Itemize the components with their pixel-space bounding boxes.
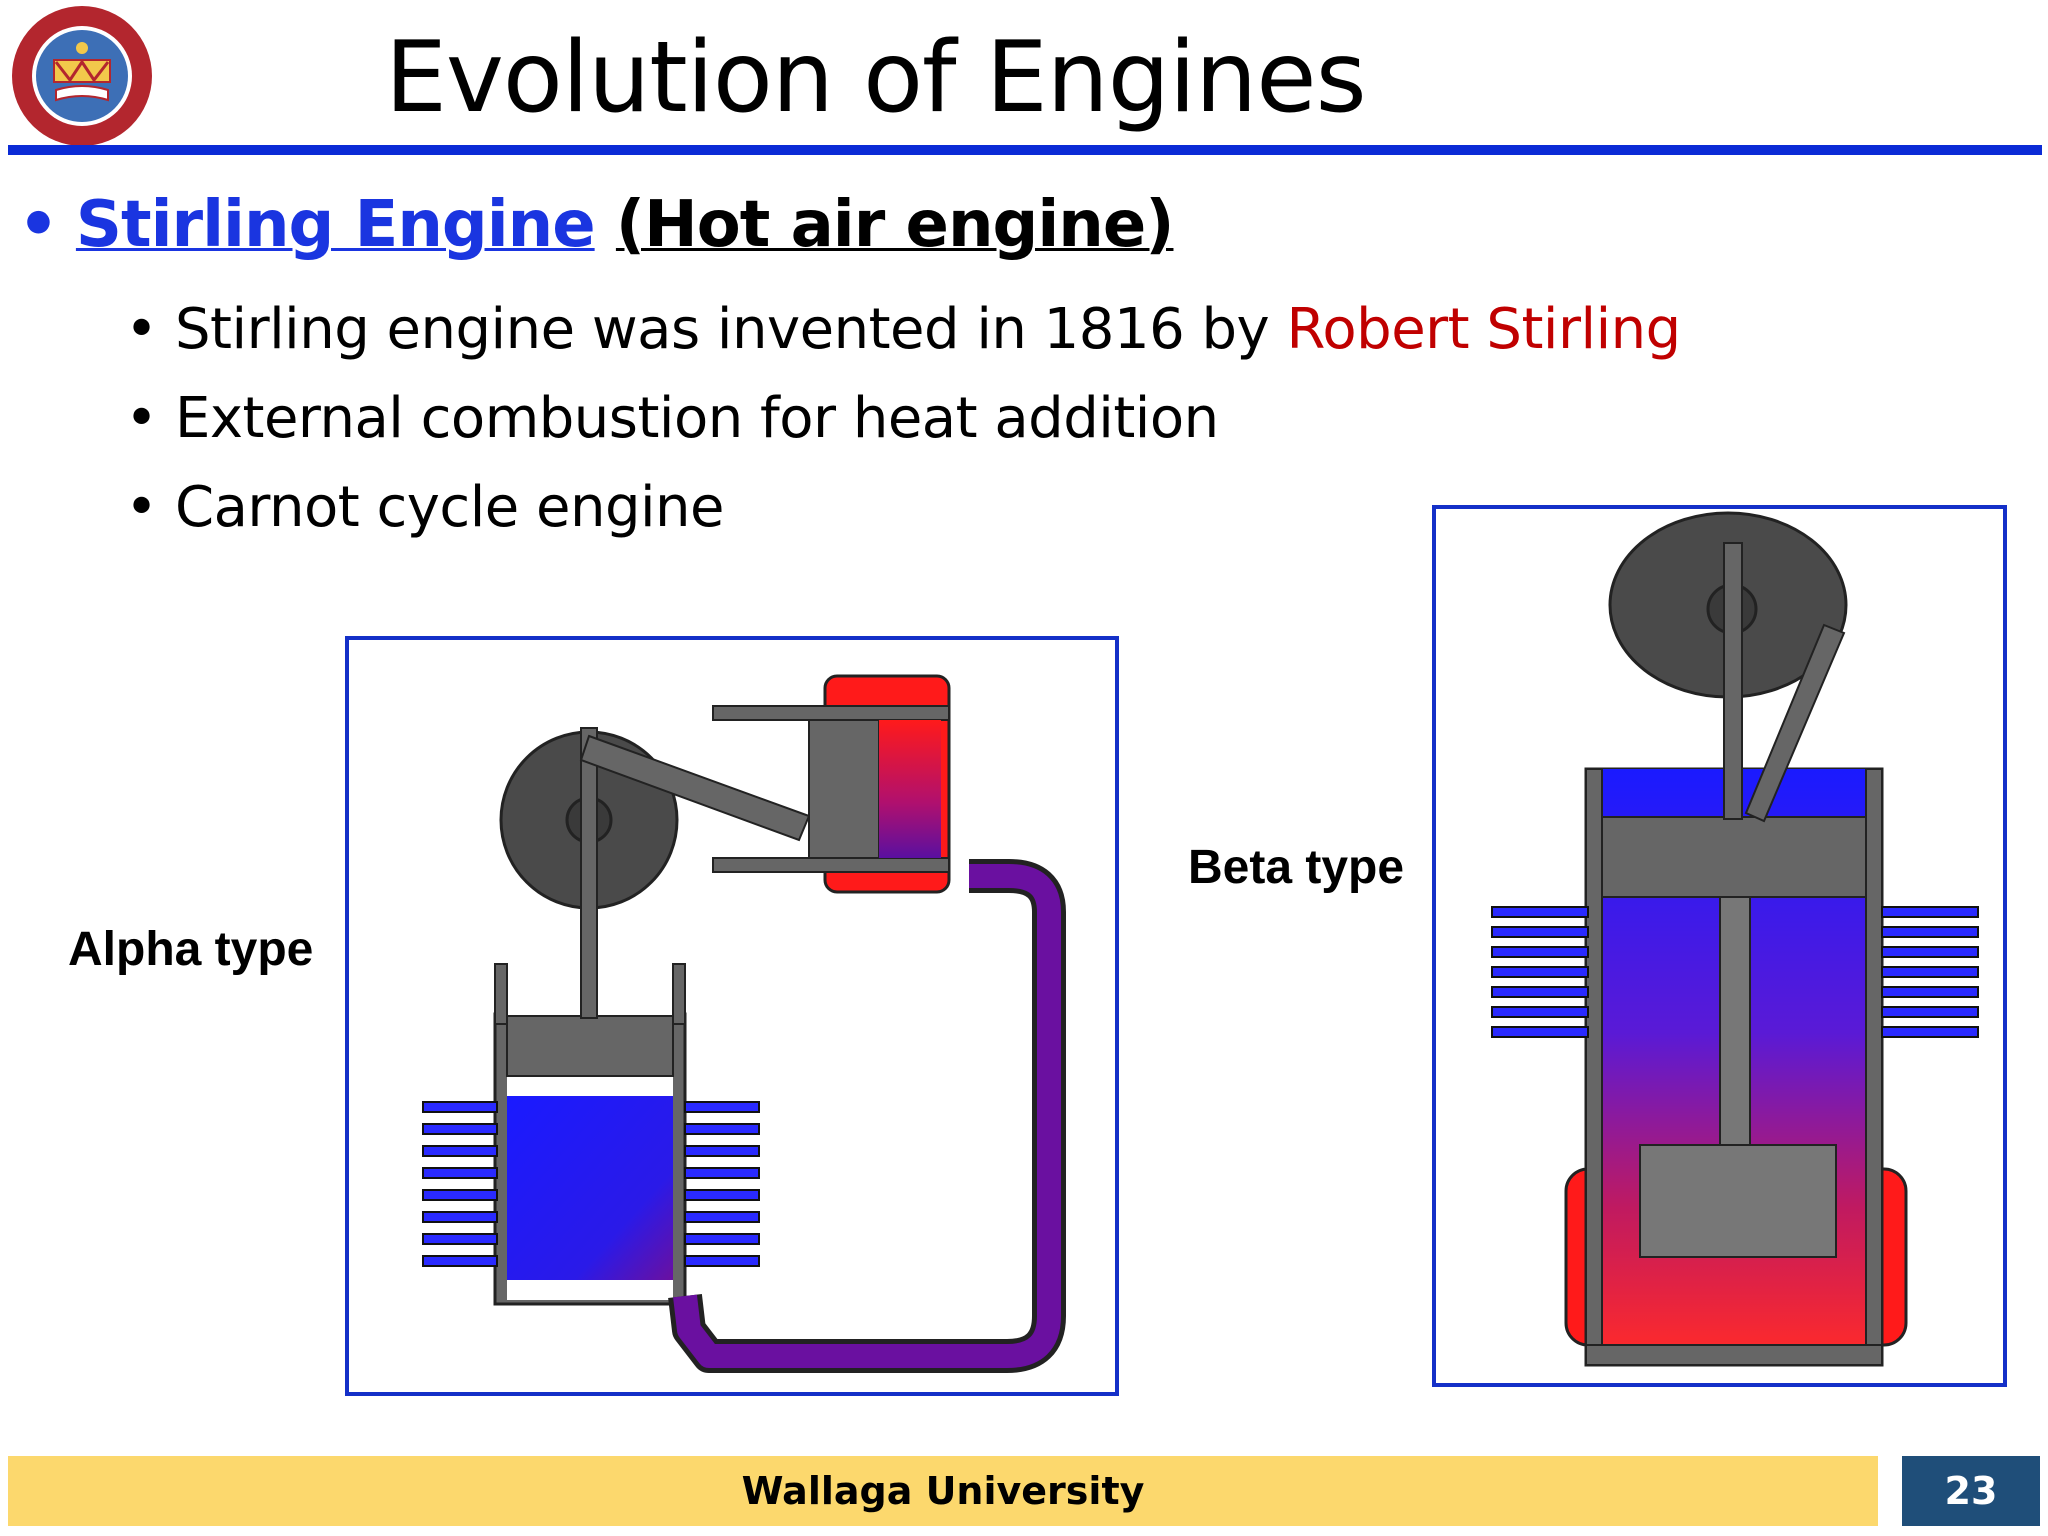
main-bullet: •Stirling Engine (Hot air engine) bbox=[18, 188, 1175, 262]
university-logo bbox=[10, 4, 154, 148]
displacer-linkage bbox=[1744, 623, 1846, 823]
slide-title: Evolution of Engines bbox=[385, 21, 1367, 135]
cooling-fins-left bbox=[1491, 906, 1589, 1038]
beta-type-label: Beta type bbox=[1188, 841, 1405, 894]
hot-piston bbox=[808, 719, 880, 859]
alpha-type-label: Alpha type bbox=[68, 923, 314, 976]
connecting-rod bbox=[579, 734, 811, 842]
cooling-fins-left bbox=[422, 1101, 498, 1267]
university-seal-icon bbox=[12, 6, 152, 146]
hot-gas bbox=[879, 720, 941, 858]
beta-engine-frame bbox=[1432, 505, 2007, 1387]
cooling-fins-right bbox=[1881, 906, 1979, 1038]
cold-gas bbox=[507, 1096, 673, 1280]
sub-bullet-list: •Stirling engine was invented in 1816 by… bbox=[125, 285, 1681, 552]
displacer bbox=[1639, 1144, 1837, 1258]
alpha-engine-frame bbox=[345, 636, 1119, 1396]
cooling-fins-right bbox=[684, 1101, 760, 1267]
sub-bullet-text: Carnot cycle engine bbox=[175, 475, 725, 540]
bullet-dot: • bbox=[18, 188, 59, 262]
displacer-rod bbox=[1719, 896, 1751, 1148]
footer-bar: Wallaga University bbox=[8, 1456, 1878, 1526]
cold-piston bbox=[506, 1015, 674, 1077]
footer-institution: Wallaga University bbox=[741, 1469, 1145, 1513]
inventor-name: Robert Stirling bbox=[1286, 297, 1681, 362]
sub-bullet-text: External combustion for heat addition bbox=[175, 386, 1219, 451]
power-piston bbox=[1601, 816, 1867, 898]
main-bullet-qualifier: (Hot air engine) bbox=[615, 188, 1175, 262]
sub-bullet-item: •External combustion for heat addition bbox=[125, 386, 1219, 451]
cold-piston-rod bbox=[580, 727, 598, 1019]
title-divider bbox=[8, 145, 2042, 155]
sub-bullet-item: •Carnot cycle engine bbox=[125, 475, 725, 540]
alpha-stirling-engine-diagram bbox=[422, 674, 1066, 1373]
piston-rod bbox=[1723, 542, 1743, 820]
sub-bullet-text: Stirling engine was invented in 1816 by bbox=[175, 297, 1287, 362]
page-number: 23 bbox=[1902, 1456, 2040, 1526]
main-bullet-term: Stirling Engine bbox=[75, 188, 596, 262]
beta-stirling-engine-diagram bbox=[1491, 511, 1979, 1367]
transfer-pipe bbox=[673, 864, 1061, 1368]
sub-bullet-item: •Stirling engine was invented in 1816 by… bbox=[125, 297, 1681, 362]
